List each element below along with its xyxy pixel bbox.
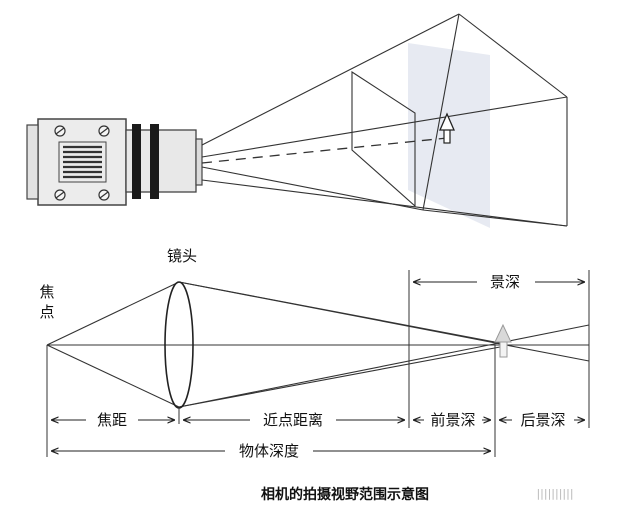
field-of-view-frustum	[201, 13, 568, 228]
caption: 相机的拍摄视野范围示意图	[261, 486, 429, 503]
lens-ring	[150, 124, 159, 199]
optical-path	[46, 281, 590, 408]
focal-length-label: 焦距	[97, 411, 127, 429]
back-dof-label: 后景深	[520, 411, 565, 429]
camera	[26, 118, 203, 206]
near-point-distance-label: 近点距离	[263, 411, 323, 429]
focus-label-line1: 焦	[39, 283, 54, 301]
front-dof-label: 前景深	[430, 411, 475, 429]
optical-axis	[201, 137, 448, 164]
lens-ring	[132, 124, 141, 199]
object-arrow-icon	[439, 112, 455, 144]
depth-of-field-label: 景深	[490, 273, 520, 291]
lens-label: 镜头	[167, 247, 197, 265]
watermark: ||||||||||	[536, 487, 573, 500]
focus-label-line2: 点	[39, 303, 54, 321]
camera-vent-grille	[63, 145, 102, 179]
object-depth-label: 物体深度	[239, 442, 299, 460]
object-marker-icon	[494, 323, 512, 358]
